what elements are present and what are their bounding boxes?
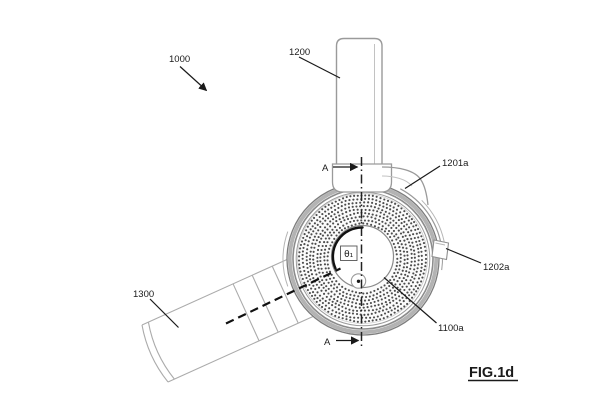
grille-dots [297,194,428,324]
leader-stem [298,56,341,79]
arm-outline [141,258,314,383]
ref-label-driver: 1100a [438,323,464,334]
ref-label-stem: 1200 [289,47,310,58]
angle-arc [331,226,364,270]
leader-assembly [179,66,208,92]
angle-callout: θ₁ [340,245,358,261]
section-label-bottom: A [324,337,331,348]
figure-caption: FIG.1d [469,365,514,381]
ref-label-tab: 1202a [483,262,510,273]
section-label-top: A [322,163,329,174]
ref-label-assembly: 1000 [169,54,190,65]
leader-driver [383,277,437,324]
left-flange [282,231,289,287]
pivot-dot [356,279,361,283]
leader-rim [404,165,441,190]
arm-axis-dashed-line [225,267,341,325]
yoke-curve [381,166,429,206]
ref-label-arm: 1300 [133,289,154,300]
side-tab [431,239,450,261]
leader-tab [445,247,482,264]
stem [331,37,429,206]
ref-label-rim: 1201a [442,158,469,169]
angle-label: θ₁ [344,250,354,260]
leader-arm [149,298,179,328]
leader-lines [149,56,482,345]
